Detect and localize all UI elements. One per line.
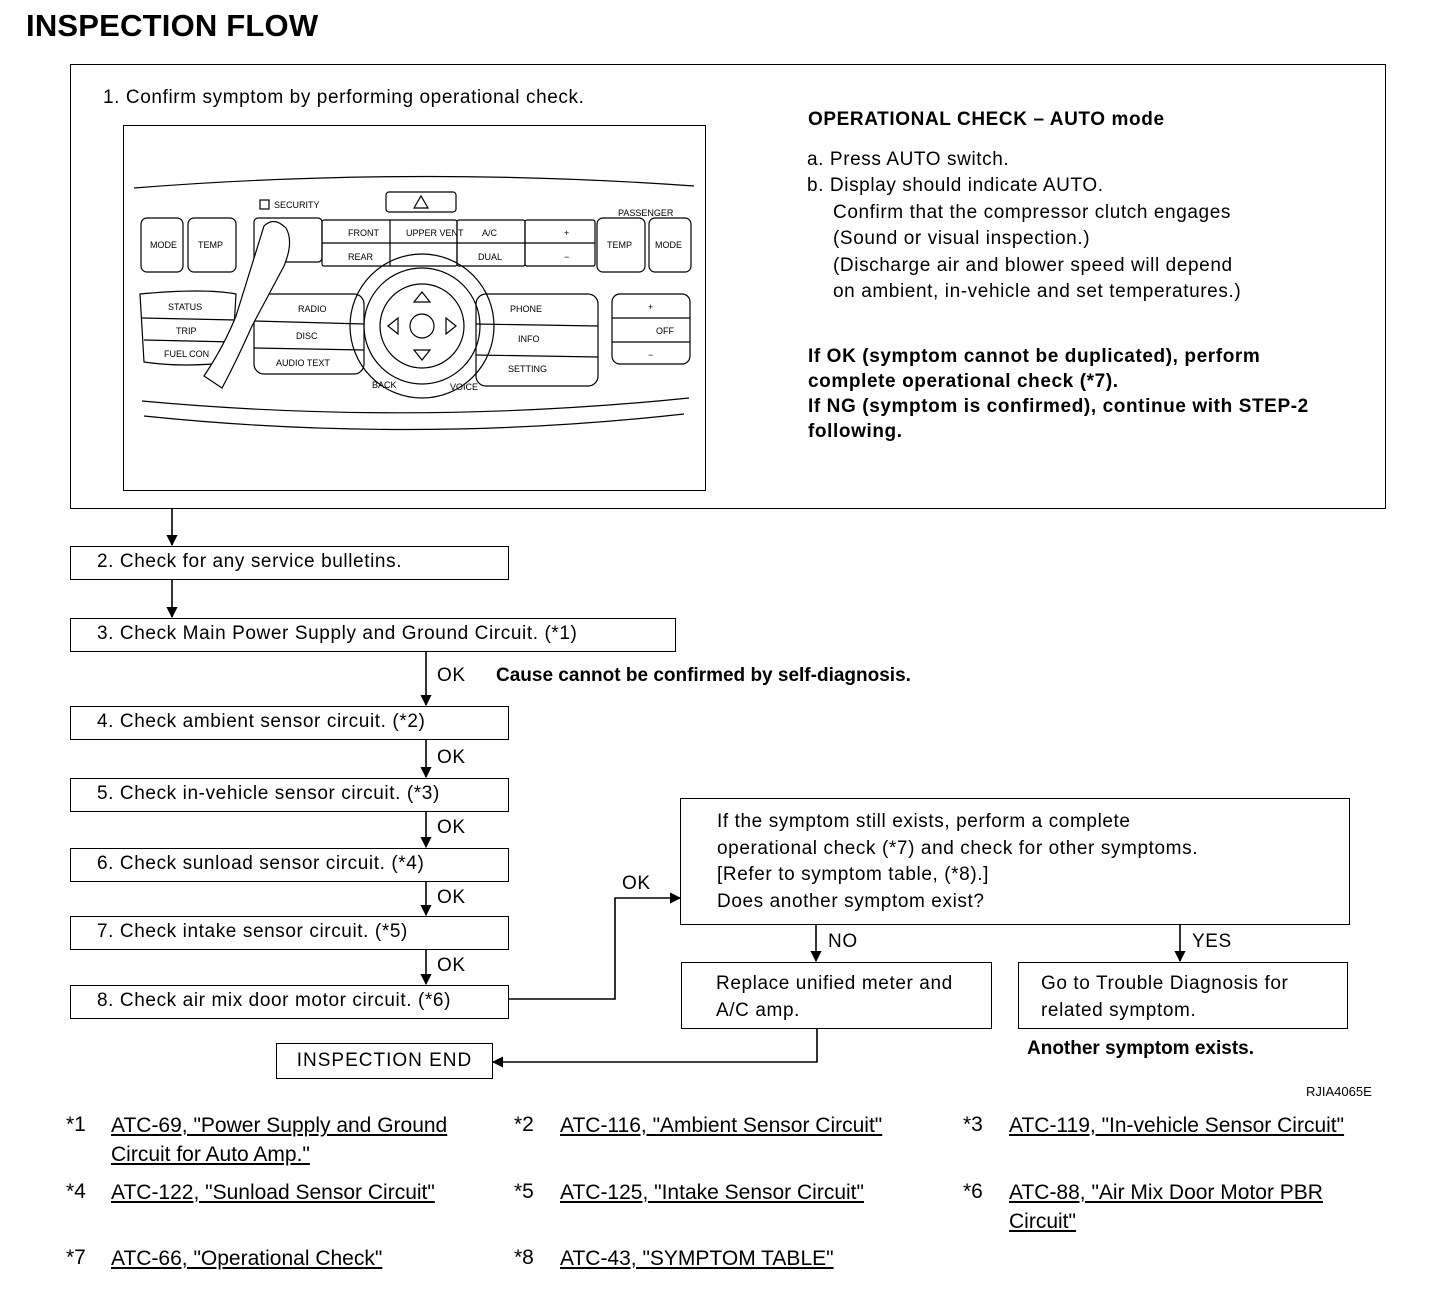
step-1-box: 1. Confirm symptom by performing operati… — [70, 64, 1386, 509]
footnote-8-num: *8 — [514, 1246, 534, 1269]
footnote-3-num: *3 — [963, 1113, 983, 1136]
operational-check-title: OPERATIONAL CHECK – AUTO mode — [808, 109, 1165, 130]
panel-status-label: STATUS — [168, 302, 202, 312]
panel-upper-vent-label: UPPER VENT — [406, 228, 464, 238]
op-line-c: Confirm that the compressor clutch engag… — [833, 202, 1231, 223]
result-line-4: following. — [808, 421, 903, 442]
arrow-8-to-symptom — [509, 892, 682, 1000]
page-title: INSPECTION FLOW — [26, 8, 319, 43]
footnote-3-link[interactable]: ATC-119, "In-vehicle Sensor Circuit" — [1009, 1114, 1345, 1137]
result-line-3: If NG (symptom is confirmed), continue w… — [808, 396, 1309, 417]
footnote-4-link[interactable]: ATC-122, "Sunload Sensor Circuit" — [111, 1181, 435, 1204]
footnote-6-num: *6 — [963, 1180, 983, 1203]
panel-mode-right-label: MODE — [655, 240, 682, 250]
symptom-decision-box: If the symptom still exists, perform a c… — [680, 798, 1350, 925]
footnote-2-num: *2 — [514, 1113, 534, 1136]
step-8-box: 8. Check air mix door motor circuit. (*6… — [70, 985, 509, 1019]
panel-phone-label: PHONE — [510, 304, 542, 314]
step-7-box: 7. Check intake sensor circuit. (*5) — [70, 916, 509, 950]
panel-vol-plus-label: + — [648, 302, 653, 312]
panel-trip-label: TRIP — [176, 326, 197, 336]
step-4-box: 4. Check ambient sensor circuit. (*2) — [70, 706, 509, 740]
result-line-1: If OK (symptom cannot be duplicated), pe… — [808, 346, 1261, 367]
panel-vol-off-label: OFF — [656, 326, 674, 336]
ok-label-3: OK — [437, 665, 466, 686]
yes-label: YES — [1192, 931, 1232, 952]
step-2-box: 2. Check for any service bulletins. — [70, 546, 509, 580]
op-line-b: b. Display should indicate AUTO. — [807, 175, 1104, 196]
footnote-5-link[interactable]: ATC-125, "Intake Sensor Circuit" — [560, 1181, 864, 1204]
panel-fan-plus-label: + — [564, 228, 569, 238]
step-6-box: 6. Check sunload sensor circuit. (*4) — [70, 848, 509, 882]
footnote-7-link[interactable]: ATC-66, "Operational Check" — [111, 1247, 383, 1270]
footnote-1-num: *1 — [66, 1113, 86, 1136]
panel-passenger-label: PASSENGER — [618, 208, 674, 218]
step-1-text: 1. Confirm symptom by performing operati… — [103, 87, 585, 108]
footnote-2-link[interactable]: ATC-116, "Ambient Sensor Circuit" — [560, 1114, 883, 1137]
footnote-8-link[interactable]: ATC-43, "SYMPTOM TABLE" — [560, 1247, 834, 1270]
panel-temp-left-label: TEMP — [198, 240, 223, 250]
op-line-f: on ambient, in-vehicle and set temperatu… — [833, 281, 1242, 302]
ok-label-8: OK — [622, 873, 651, 894]
panel-security-label: SECURITY — [274, 200, 320, 210]
panel-front-label: FRONT — [348, 228, 379, 238]
panel-dual-label: DUAL — [478, 252, 502, 262]
panel-setting-label: SETTING — [508, 364, 547, 374]
panel-voice-label: VOICE — [450, 382, 478, 392]
ok-label-4: OK — [437, 747, 466, 768]
footnote-1-link[interactable]: ATC-69, "Power Supply and Ground Circuit… — [111, 1114, 448, 1166]
footnote-5-num: *5 — [514, 1180, 534, 1203]
footnote-6-link[interactable]: ATC-88, "Air Mix Door Motor PBR Circuit" — [1009, 1181, 1323, 1233]
replace-box: Replace unified meter and A/C amp. — [681, 962, 992, 1029]
op-line-d: (Sound or visual inspection.) — [833, 228, 1091, 249]
step-5-box: 5. Check in-vehicle sensor circuit. (*3) — [70, 778, 509, 812]
figure-id: RJIA4065E — [1306, 1084, 1372, 1099]
panel-radio-label: RADIO — [298, 304, 327, 314]
result-line-2: complete operational check (*7). — [808, 371, 1119, 392]
panel-rear-label: REAR — [348, 252, 374, 262]
panel-info-label: INFO — [518, 334, 540, 344]
panel-mode-left-label: MODE — [150, 240, 177, 250]
panel-temp-right-label: TEMP — [607, 240, 632, 250]
ok-label-6: OK — [437, 887, 466, 908]
panel-vol-minus-label: − — [648, 350, 653, 360]
panel-disc-label: DISC — [296, 331, 318, 341]
step-3-box: 3. Check Main Power Supply and Ground Ci… — [70, 618, 676, 652]
panel-back-label: BACK — [372, 380, 397, 390]
panel-fuel-con-label: FUEL CON — [164, 349, 209, 359]
no-label: NO — [828, 931, 858, 952]
inspection-end-box: INSPECTION END — [276, 1043, 493, 1079]
panel-ac-label: A/C — [482, 228, 498, 238]
footnote-4-num: *4 — [66, 1180, 86, 1203]
cause-note: Cause cannot be confirmed by self-diagno… — [496, 665, 911, 686]
trouble-diagnosis-box: Go to Trouble Diagnosis for related symp… — [1018, 962, 1348, 1029]
control-panel-illustration: SECURITY PASSENGER MODE TEMP FRONT UPPER… — [123, 125, 706, 491]
arrow-replace-to-end — [491, 1028, 818, 1068]
footnote-7-num: *7 — [66, 1246, 86, 1269]
op-line-e: (Discharge air and blower speed will dep… — [833, 255, 1233, 276]
ok-label-5: OK — [437, 817, 466, 838]
op-line-a: a. Press AUTO switch. — [807, 149, 1010, 170]
panel-fan-minus-label: − — [564, 252, 569, 262]
another-symptom-note: Another symptom exists. — [1027, 1038, 1254, 1059]
ok-label-7: OK — [437, 955, 466, 976]
control-panel-drawing: SECURITY PASSENGER MODE TEMP FRONT UPPER… — [133, 175, 695, 431]
panel-audio-text-label: AUDIO TEXT — [276, 358, 330, 368]
